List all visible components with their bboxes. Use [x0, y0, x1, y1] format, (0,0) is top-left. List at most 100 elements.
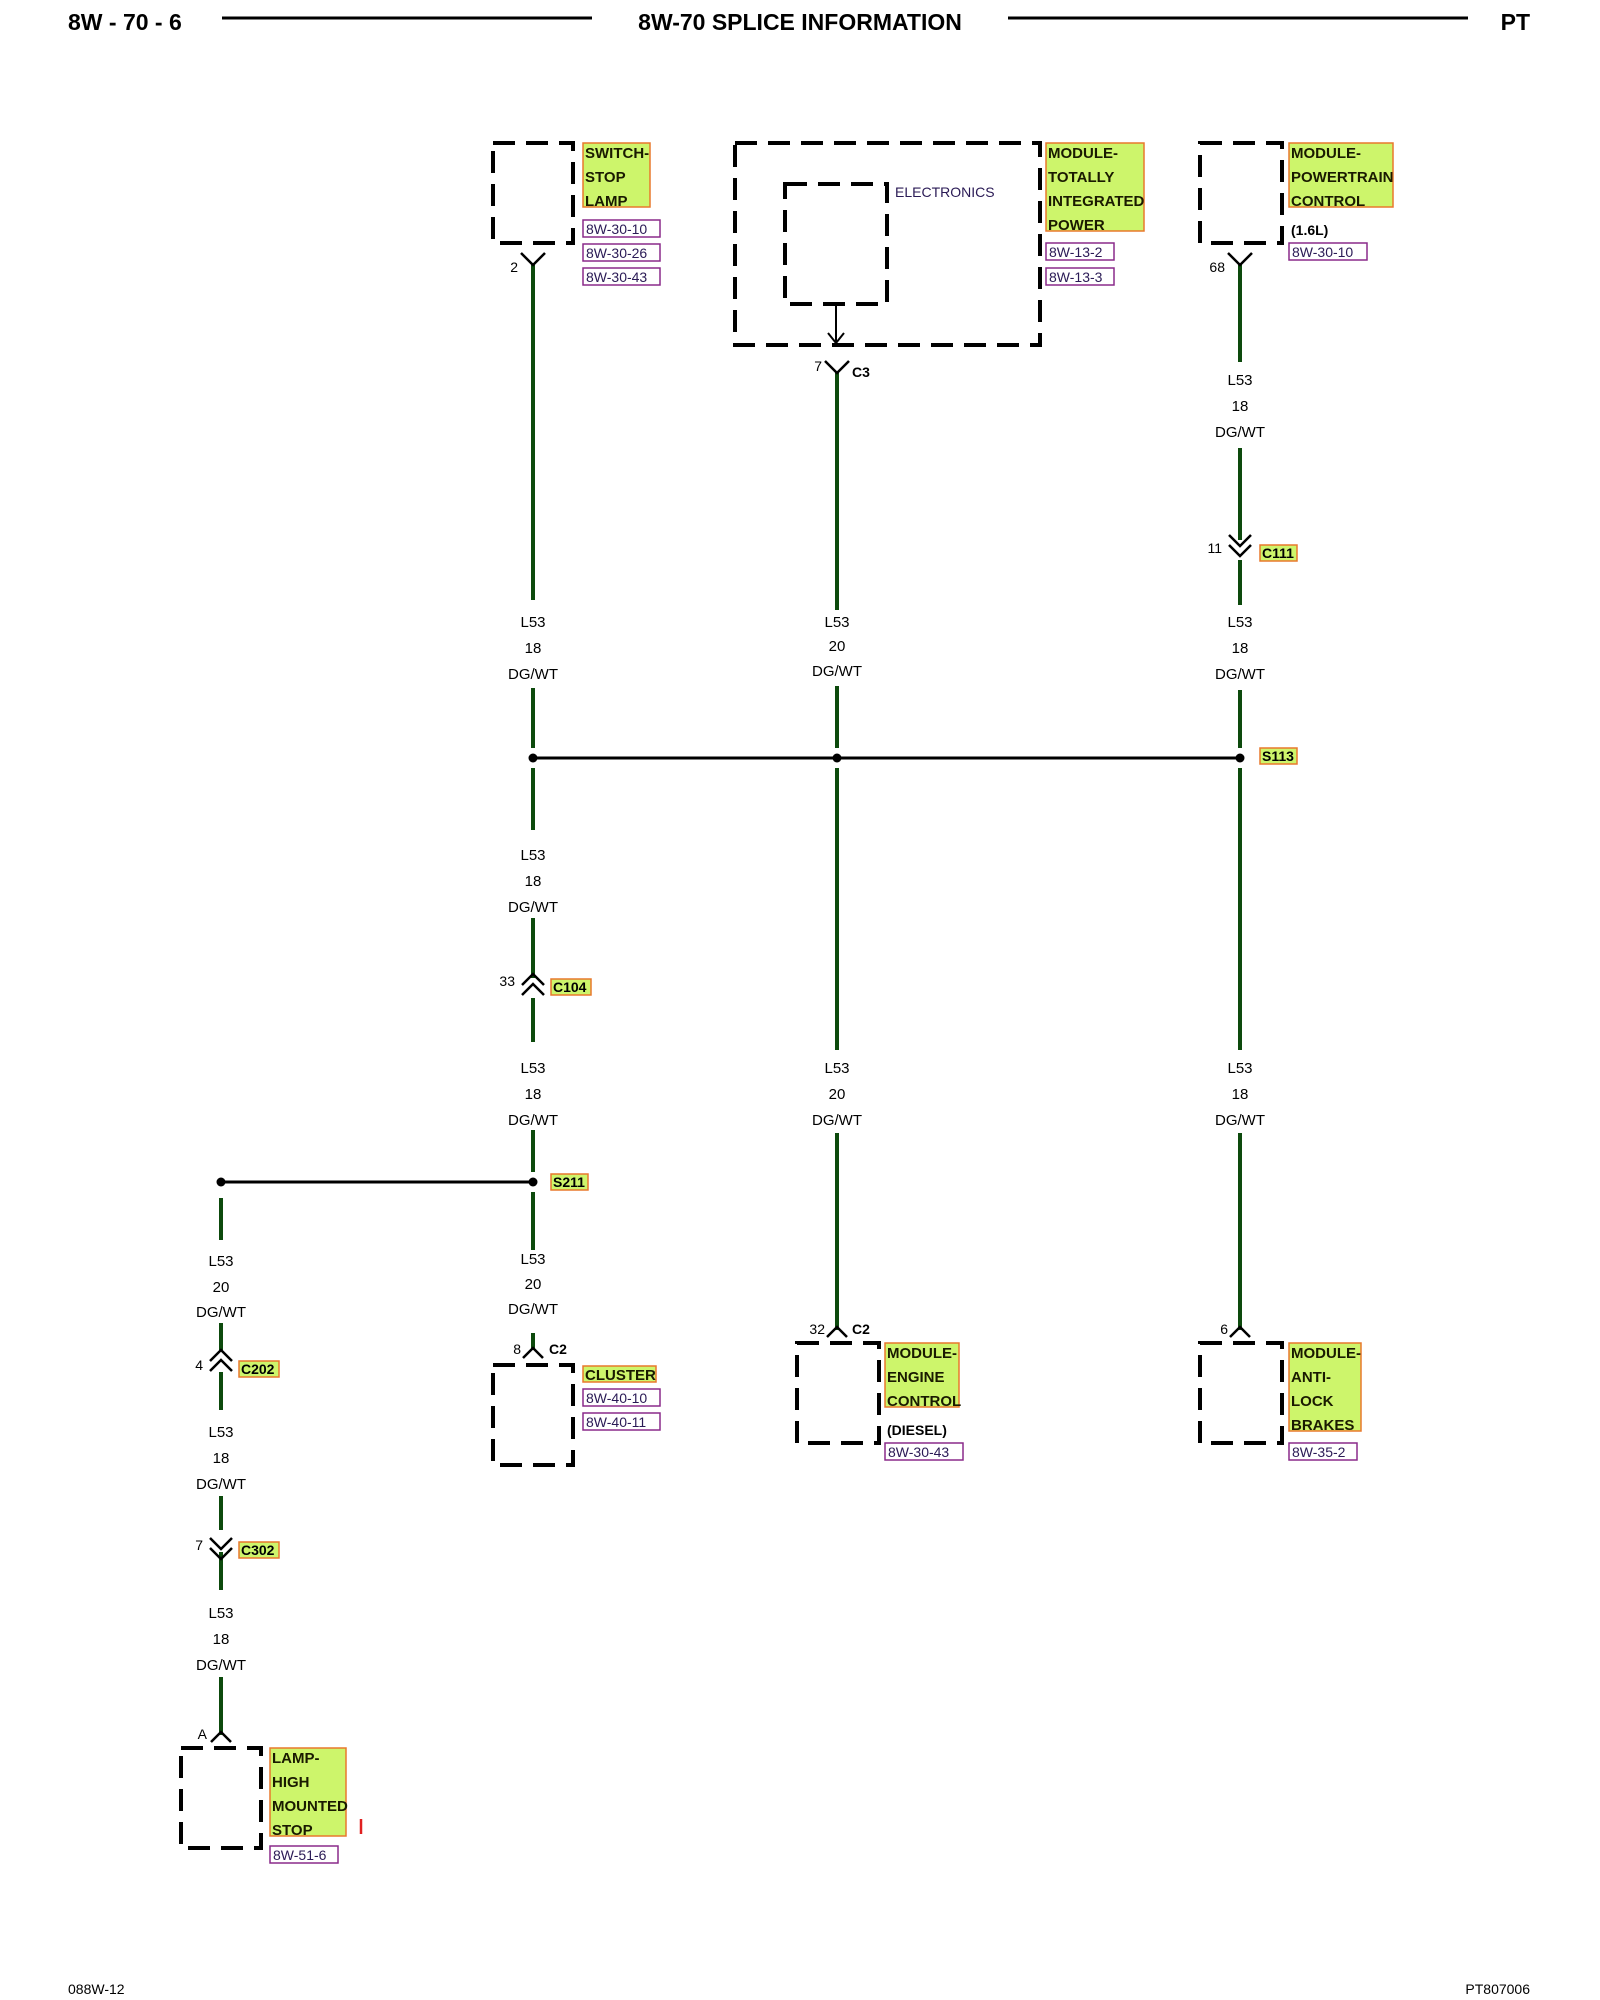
w-right-lower-gauge: 18	[1232, 1086, 1249, 1103]
abs-box	[1198, 1341, 1284, 1445]
w-far-left1-gauge: 20	[213, 1279, 230, 1296]
c202-label: C202	[241, 1361, 275, 1377]
abs-ref1-tag[interactable]	[1288, 1442, 1358, 1461]
cluster-ref1[interactable]: 8W-40-10	[586, 1390, 647, 1406]
c111-pin-number: 11	[1207, 540, 1222, 556]
w-far-left1-circuit: L53	[208, 1253, 233, 1270]
ecm-ref1[interactable]: 8W-30-43	[888, 1444, 949, 1460]
tipm-electronics-box	[783, 182, 889, 306]
s211-dot-right	[528, 1177, 538, 1187]
ecm-label-bg	[884, 1342, 960, 1408]
cluster-ref2-tag[interactable]	[582, 1412, 661, 1431]
footer-left-code: 088W-12	[68, 1981, 125, 1997]
ecm-pin-symbol	[826, 1325, 848, 1338]
c302-chevron-1	[209, 1537, 233, 1551]
chmsl-label-bg	[269, 1747, 347, 1837]
s113-dot-right	[1235, 753, 1245, 763]
w-sw-upper-color: DG/WT	[508, 666, 558, 683]
cluster-ref1-tag[interactable]	[582, 1388, 661, 1407]
switch-label-line2: STOP	[585, 169, 626, 186]
ecm-connector-id: C2	[852, 1321, 870, 1337]
switch-ref2[interactable]: 8W-30-26	[586, 245, 647, 261]
w-far-left1-color: DG/WT	[196, 1304, 246, 1321]
c302-pin-number: 7	[195, 1537, 203, 1553]
s211-dot-left	[216, 1177, 226, 1187]
ecm-pin-number: 32	[809, 1321, 825, 1337]
w-pcm-upper-circuit: L53	[1227, 372, 1252, 389]
header-code: PT	[1501, 9, 1530, 35]
w-pcm-lower-gauge: 18	[1232, 640, 1249, 657]
w-far-left3-color: DG/WT	[196, 1657, 246, 1674]
tipm-inner-arrow-head	[827, 332, 845, 345]
tipm-ref2-tag[interactable]	[1045, 267, 1115, 286]
abs-label-line2: ANTI-	[1291, 1369, 1331, 1386]
pcm-label-line3: CONTROL	[1291, 193, 1365, 210]
s211-tag-bg	[550, 1173, 589, 1191]
c202-chevron-2	[209, 1358, 233, 1372]
footer-right-code: PT807006	[1465, 1981, 1530, 1997]
tipm-label-line4: POWER	[1048, 217, 1105, 234]
w-right-lower-circuit: L53	[1227, 1060, 1252, 1077]
c111-tag-bg	[1259, 544, 1298, 562]
switch-ref1-tag[interactable]	[582, 219, 661, 238]
ecm-box	[795, 1341, 881, 1445]
w-pcm-lower-circuit: L53	[1227, 614, 1252, 631]
c104-label: C104	[553, 979, 587, 995]
chmsl-box	[179, 1746, 263, 1850]
tipm-label-line2: TOTALLY	[1048, 169, 1114, 186]
cluster-ref2[interactable]: 8W-40-11	[586, 1414, 646, 1430]
w-left-mid2-circuit: L53	[520, 1060, 545, 1077]
chmsl-label-line2: HIGH	[272, 1774, 310, 1791]
c104-tag-bg	[550, 978, 592, 996]
tipm-label-line3: INTEGRATED	[1048, 193, 1145, 210]
s211-label: S211	[553, 1174, 585, 1190]
switch-stop-lamp-box	[491, 141, 575, 245]
c302-tag-bg	[238, 1541, 280, 1559]
c104-chevron-1	[521, 972, 545, 986]
chmsl-label-line1: LAMP-	[272, 1750, 320, 1767]
cluster-pin-symbol	[522, 1346, 544, 1359]
c202-pin-number: 4	[195, 1357, 203, 1373]
w-far-left2-circuit: L53	[208, 1424, 233, 1441]
w-tipm-upper-gauge: 20	[829, 638, 846, 655]
tipm-pin-number: 7	[814, 358, 822, 374]
w-sw-upper-gauge: 18	[525, 640, 542, 657]
abs-ref1[interactable]: 8W-35-2	[1292, 1444, 1346, 1460]
pcm-ref1-tag[interactable]	[1288, 242, 1368, 261]
tipm-ref1[interactable]: 8W-13-2	[1049, 244, 1103, 260]
abs-label-line1: MODULE-	[1291, 1345, 1361, 1362]
c111-chevron-1	[1228, 534, 1252, 548]
ecm-ref1-tag[interactable]	[884, 1442, 964, 1461]
switch-ref2-tag[interactable]	[582, 243, 661, 262]
tipm-label-line1: MODULE-	[1048, 145, 1118, 162]
w-sw-upper-circuit: L53	[520, 614, 545, 631]
tipm-ref2[interactable]: 8W-13-3	[1049, 269, 1103, 285]
c111-label: C111	[1262, 545, 1294, 561]
abs-label-line3: LOCK	[1291, 1393, 1334, 1410]
tipm-ref1-tag[interactable]	[1045, 242, 1115, 261]
switch-label-bg	[582, 142, 651, 208]
ecm-note: (DIESEL)	[887, 1422, 947, 1438]
s113-dot-center	[832, 753, 842, 763]
switch-ref1[interactable]: 8W-30-10	[586, 221, 647, 237]
w-center-lower-circuit: L53	[824, 1060, 849, 1077]
c111-chevron-2	[1228, 544, 1252, 558]
chmsl-pin-symbol	[210, 1730, 232, 1743]
switch-ref3[interactable]: 8W-30-43	[586, 269, 647, 285]
chmsl-ref1[interactable]: 8W-51-6	[273, 1847, 327, 1863]
w-left-mid1-circuit: L53	[520, 847, 545, 864]
cluster-pin-number: 8	[513, 1341, 521, 1357]
switch-ref3-tag[interactable]	[582, 267, 661, 286]
tipm-electronics-label: ELECTRONICS	[895, 184, 995, 200]
pcm-ref1[interactable]: 8W-30-10	[1292, 244, 1353, 260]
abs-pin-number: 6	[1220, 1321, 1228, 1337]
c104-chevron-2	[521, 982, 545, 996]
w-cluster-gauge: 20	[525, 1276, 542, 1293]
abs-label-bg	[1288, 1342, 1362, 1432]
ecm-label-line2: ENGINE	[887, 1369, 945, 1386]
cluster-box	[491, 1363, 575, 1467]
switch-label-line1: SWITCH-	[585, 145, 649, 162]
s113-dot-left	[528, 753, 538, 763]
chmsl-ref1-tag[interactable]	[269, 1845, 339, 1864]
